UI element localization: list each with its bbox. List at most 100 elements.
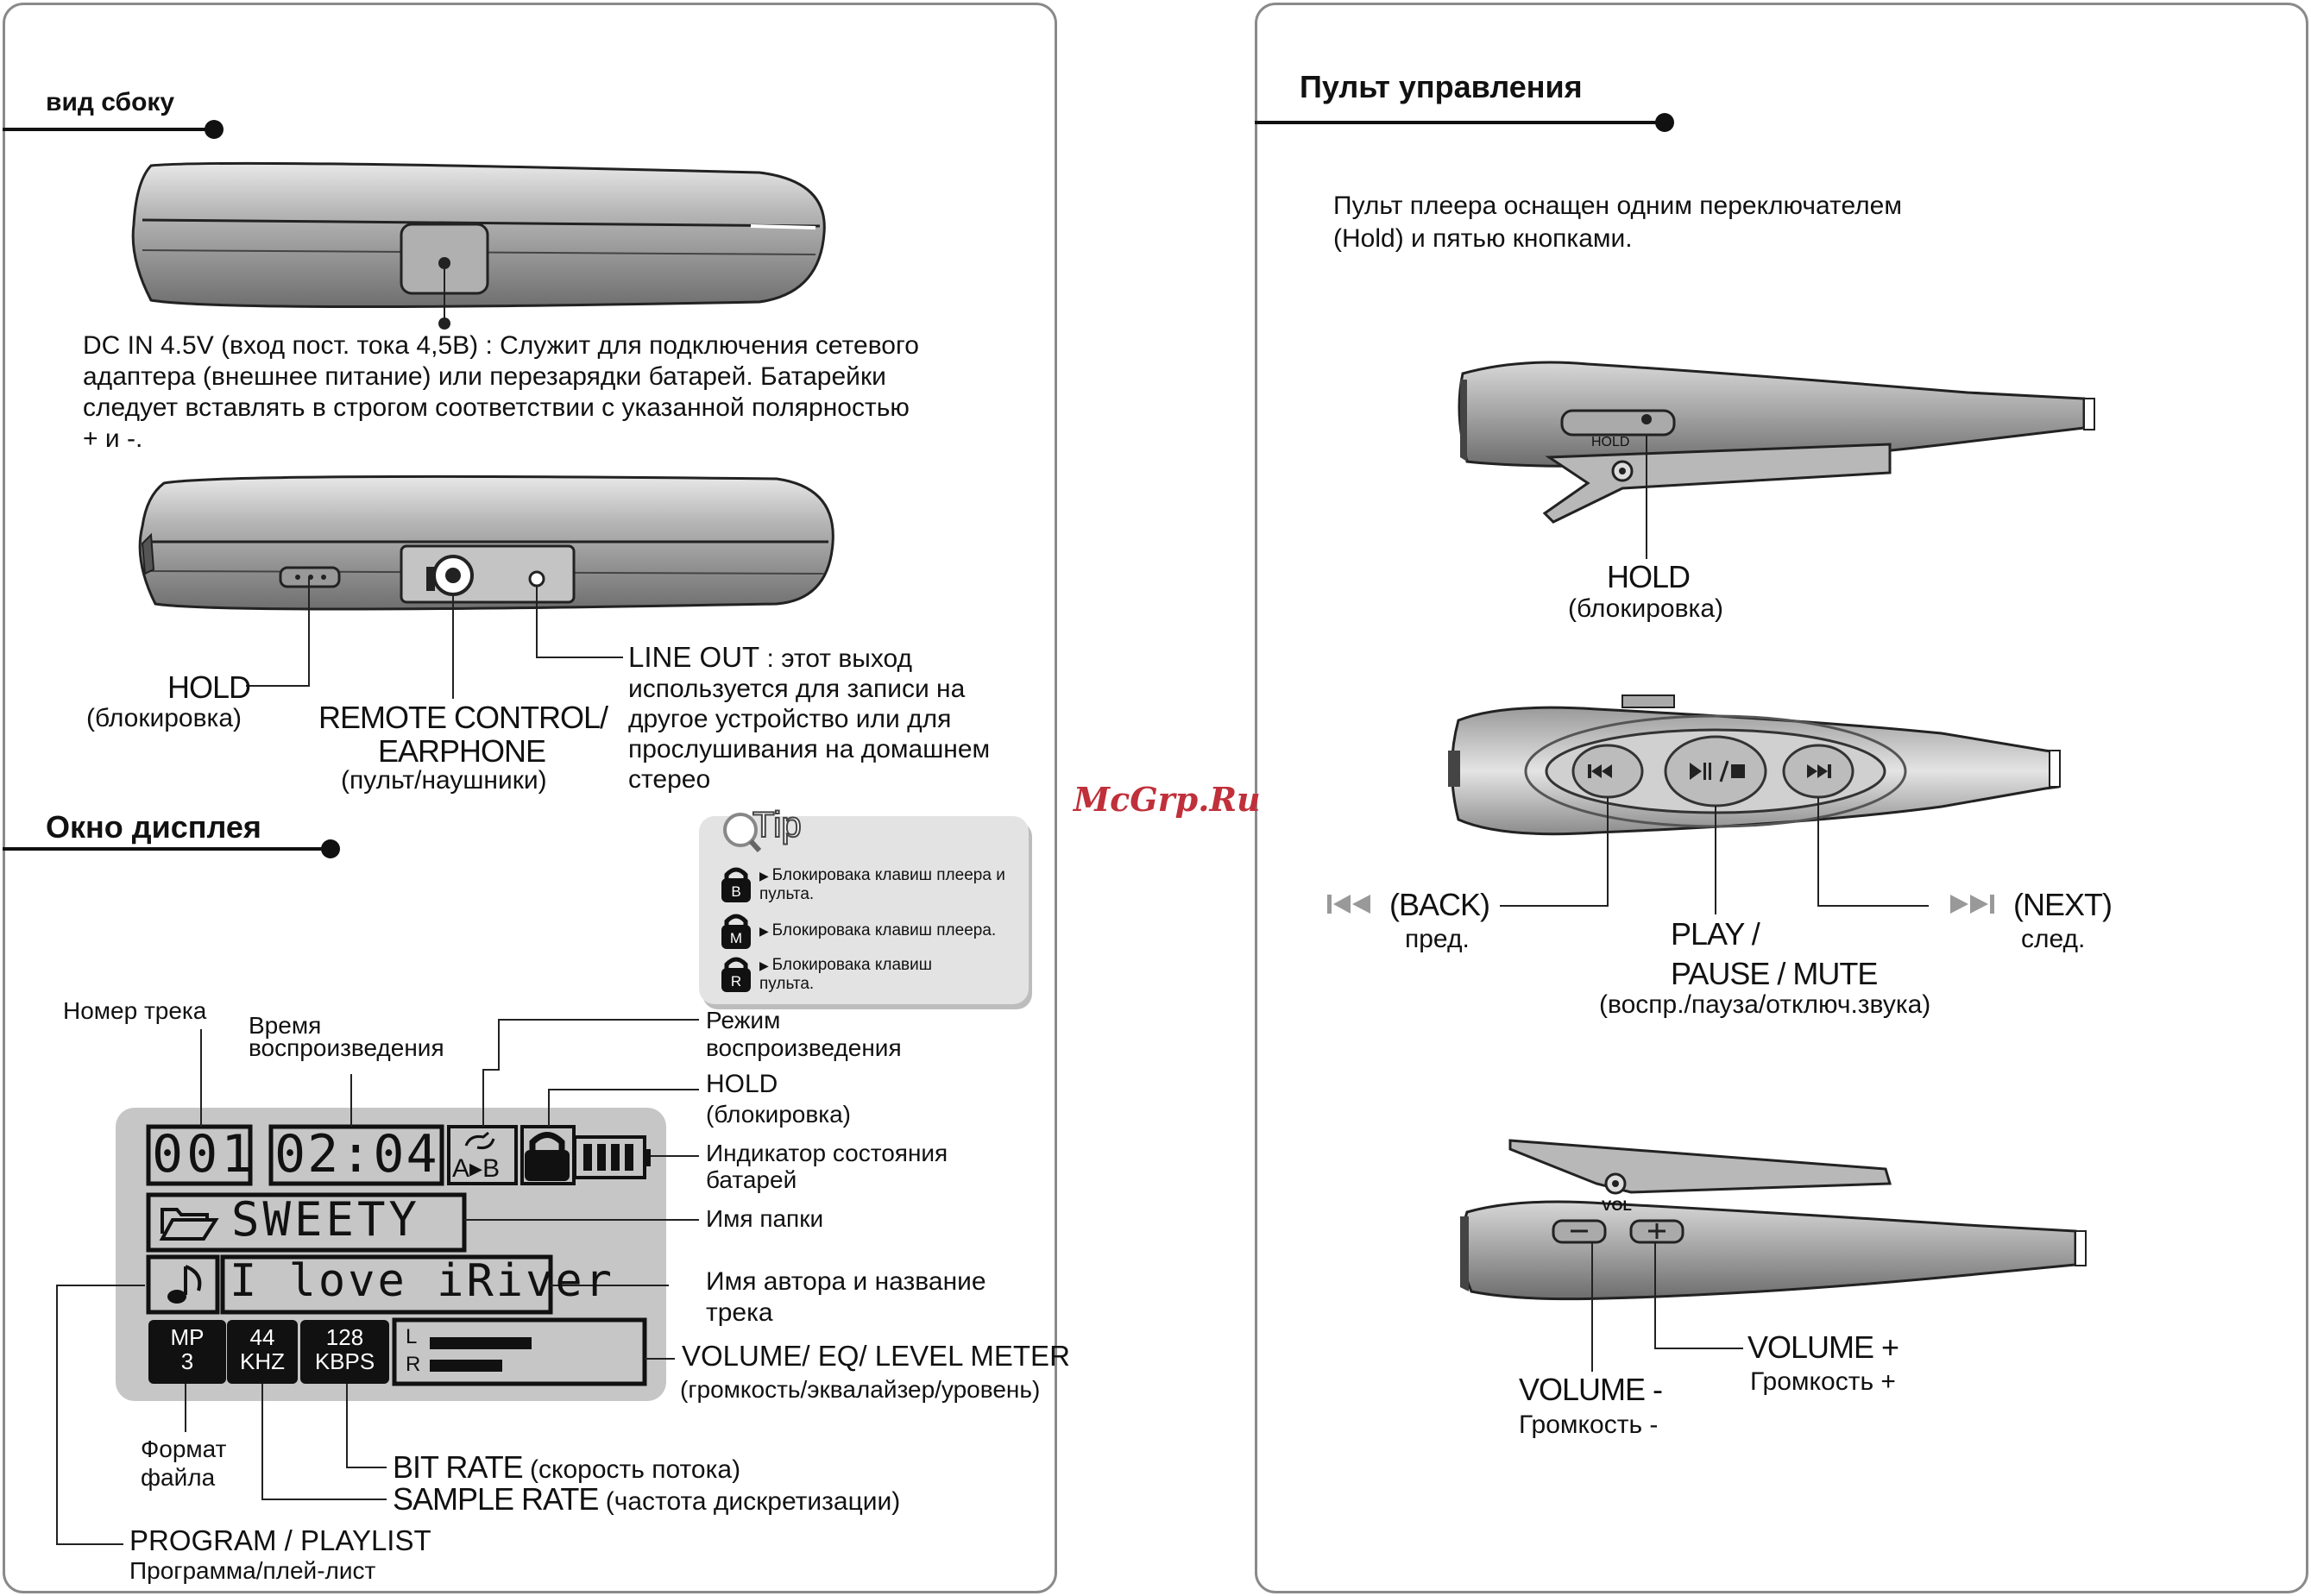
plus-icon — [1648, 1223, 1666, 1239]
tip-item-m: M ▶ Блокировака клавиш плеера. — [715, 911, 996, 955]
lcd-folder: SWEETY — [231, 1192, 421, 1247]
next-icon — [1807, 764, 1831, 778]
line-out-description: LINE OUT : этот выход используется для з… — [628, 642, 999, 795]
label-folder-name: Имя папки — [706, 1205, 824, 1232]
hold-label: HOLD — [167, 669, 251, 705]
lock-b-icon: B — [721, 867, 751, 902]
tip-text-m: Блокировака клавиш плеера. — [771, 921, 997, 939]
label-play-time-2: воспроизведения — [249, 1034, 444, 1061]
label-file-format-2: файла — [141, 1464, 216, 1491]
hold-slider-icon — [1560, 409, 1676, 437]
remote-back-sub: пред. — [1405, 925, 1470, 953]
lcd-level-l: L — [406, 1325, 418, 1348]
remote-side-view-hold — [1458, 361, 2095, 559]
remote-control-label-2: EARPHONE — [378, 733, 546, 769]
right-page-frame — [1255, 3, 2308, 1593]
back-label-icon — [1327, 895, 1370, 914]
label-hold-1: HOLD — [706, 1070, 778, 1098]
dc-in-text: (вход пост. тока 4,5В) : Служит для подк… — [83, 331, 919, 453]
play-pause-icon — [1690, 760, 1745, 782]
remote-vol-plus-sub: Громкость + — [1750, 1367, 1896, 1396]
svg-text:B: B — [731, 883, 740, 900]
label-play-mode-2: воспроизведения — [706, 1034, 902, 1061]
lcd-track: 001 — [152, 1124, 256, 1184]
lock-r-icon: R — [721, 957, 751, 992]
remote-vol-minus-label: VOLUME - — [1519, 1372, 1663, 1407]
label-play-mode-1: Режим — [706, 1007, 781, 1034]
lock-m-icon: M — [721, 914, 751, 949]
remote-hold-label: HOLD — [1607, 559, 1691, 594]
lcd-level-r: R — [406, 1353, 421, 1376]
lcd-display — [116, 1108, 666, 1401]
level-meter-l — [430, 1337, 532, 1349]
player-side-view-top — [131, 161, 826, 309]
watermark: McGrp.Ru — [1074, 780, 1261, 819]
label-sample-rate: SAMPLE RATE (частота дискретизации) — [393, 1481, 901, 1517]
dc-in-label: DC IN 4.5V — [83, 331, 214, 360]
next-label-icon — [1950, 895, 1994, 914]
side-view-heading: вид сбоку — [46, 88, 175, 116]
svg-text:M: M — [730, 930, 742, 946]
lock-icon — [525, 1150, 570, 1181]
label-file-format-1: Формат — [141, 1436, 227, 1462]
label-artist-title-1: Имя автора и название — [706, 1267, 986, 1296]
magnifier-icon — [723, 813, 762, 853]
back-icon — [1588, 764, 1612, 778]
dc-in-description: DC IN 4.5V (вход пост. тока 4,5В) : Служ… — [83, 330, 929, 455]
player-side-view-bottom — [138, 474, 834, 611]
label-battery-1: Индикатор состояния — [706, 1140, 948, 1166]
tip-item-r: R ▶ Блокировака клавиш пульта. — [715, 954, 932, 998]
label-volume-2: (громкость/эквалайзер/уровень) — [680, 1376, 1041, 1403]
remote-next-sub: след. — [2021, 925, 2086, 953]
label-hold-2: (блокировка) — [706, 1101, 851, 1128]
lcd-repeat-mode: A▸B — [452, 1154, 501, 1183]
label-battery-2: батарей — [706, 1166, 797, 1193]
remote-control-sub: (пульт/наушники) — [341, 766, 547, 795]
play-pause-button — [1664, 735, 1767, 807]
remote-hold-sub: (блокировка) — [1568, 594, 1723, 623]
display-window-heading: Окно дисплея — [46, 809, 261, 845]
left-page-frame — [3, 3, 1057, 1593]
remote-vol-minus-sub: Громкость - — [1519, 1411, 1659, 1439]
remote-vol-plus-label: VOLUME + — [1747, 1329, 1899, 1365]
remote-intro-1: Пульт плеера оснащен одним переключателе… — [1333, 192, 1902, 220]
hold-sub: (блокировка) — [86, 704, 242, 732]
remote-front-view — [1448, 694, 2061, 836]
tip-item-b: B ▶ Блокировака клавиш плеера и пульта. — [715, 864, 1005, 908]
svg-text:R: R — [731, 973, 741, 990]
folder-icon — [159, 1208, 219, 1241]
tip-title: Tip — [752, 803, 803, 845]
line-out-label: LINE OUT — [628, 641, 760, 673]
tip-text-r: Блокировака клавиш пульта. — [759, 956, 932, 993]
label-play-time-1: Время — [249, 1012, 322, 1039]
remote-play-label-2: PAUSE / MUTE — [1671, 956, 1878, 991]
level-meter-r — [430, 1360, 502, 1372]
line-out-text: : этот выход используется для записи на … — [628, 644, 991, 794]
label-volume-1: VOLUME/ EQ/ LEVEL METER — [682, 1340, 1070, 1372]
remote-intro-2: (Hold) и пятью кнопками. — [1333, 224, 1633, 253]
remote-heading: Пульт управления — [1300, 69, 1583, 104]
repeat-icon — [464, 1131, 495, 1149]
label-track-number: Номер трека — [63, 997, 207, 1024]
remote-play-sub: (воспр./пауза/отключ.звука) — [1599, 990, 1931, 1019]
remote-control-label-1: REMOTE CONTROL/ — [318, 700, 608, 735]
label-program: PROGRAM / PLAYLIST — [129, 1524, 431, 1556]
remote-back-label: (BACK) — [1389, 887, 1490, 922]
remote-play-label-1: PLAY / — [1671, 916, 1760, 952]
note-icon — [167, 1265, 202, 1304]
remote-side-view-volume — [1460, 1139, 2087, 1301]
lcd-title: I love iRiver — [230, 1255, 614, 1307]
label-program-ru: Программа/плей-лист — [129, 1557, 376, 1584]
remote-next-label: (NEXT) — [2013, 887, 2113, 922]
tip-text-b: Блокировака клавиш плеера и пульта. — [759, 866, 1005, 903]
tip-box: Tip B ▶ Блокировака клавиш плеера и пуль… — [699, 803, 1029, 1004]
label-bit-rate: BIT RATE (скорость потока) — [393, 1449, 741, 1485]
line-out-jack-icon — [528, 570, 545, 588]
remote-hold-marker: HOLD — [1591, 435, 1630, 449]
label-artist-title-2: трека — [706, 1298, 773, 1327]
remote-vol-marker: VOL — [1602, 1197, 1632, 1214]
